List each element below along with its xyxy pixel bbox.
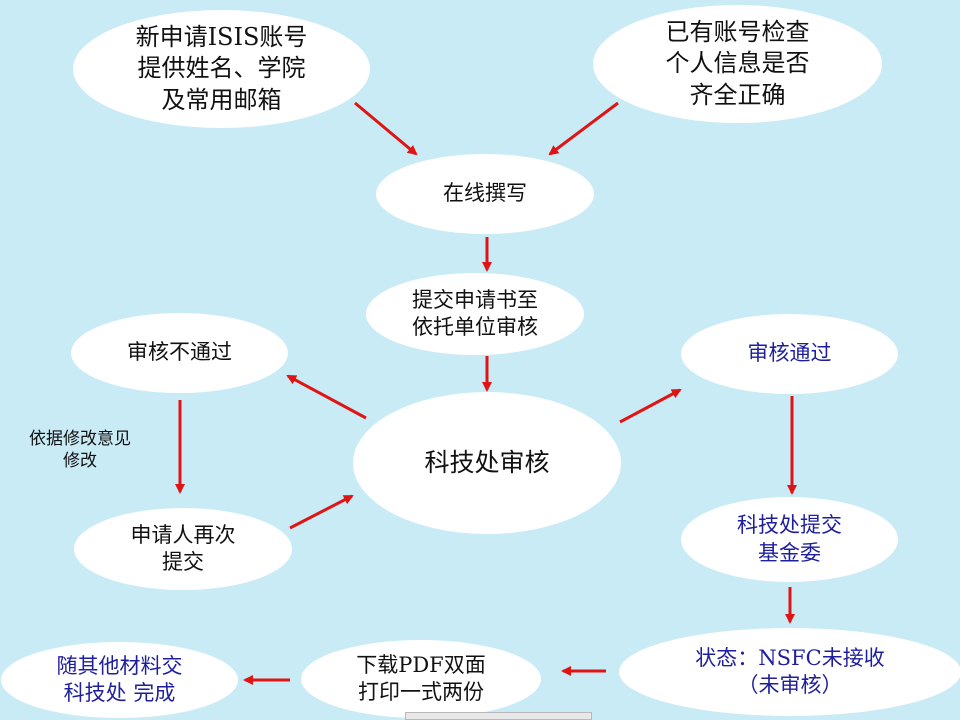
node-review-failed: 审核不通过	[71, 313, 288, 393]
arrow-office-review-to-failed	[286, 374, 367, 420]
node-resubmit-label: 申请人再次 提交	[130, 522, 236, 574]
node-submit-to-unit: 提交申请书至 依托单位审核	[366, 273, 584, 355]
node-download-pdf-label: 下载PDF双面 打印一式两份	[356, 652, 486, 704]
node-status-not-received: 状态：NSFC未接收 （未审核）	[619, 628, 960, 716]
node-online-writing: 在线撰写	[376, 154, 594, 234]
node-existing-account: 已有账号检查 个人信息是否 齐全正确	[593, 5, 882, 123]
node-office-review: 科技处审核	[353, 392, 621, 534]
node-office-submit-foundation-label: 科技处提交 基金委	[737, 513, 842, 565]
node-submit-to-unit-label: 提交申请书至 依托单位审核	[412, 287, 538, 339]
node-download-pdf: 下载PDF双面 打印一式两份	[301, 640, 541, 718]
arrow-existing-account-to-online-writing	[548, 101, 619, 156]
node-status-not-received-label: 状态：NSFC未接收 （未审核）	[695, 645, 885, 697]
node-resubmit: 申请人再次 提交	[74, 508, 292, 590]
arrow-new-account-to-online-writing	[354, 101, 418, 156]
node-finish: 随其他材料交 科技处 完成	[1, 642, 238, 718]
node-existing-account-label: 已有账号检查 个人信息是否 齐全正确	[665, 18, 810, 109]
note-revise-by-comments: 依据修改意见 修改	[29, 429, 131, 472]
node-office-review-label: 科技处审核	[424, 447, 550, 477]
node-review-passed: 审核通过	[681, 314, 898, 394]
node-review-failed-label: 审核不通过	[127, 340, 232, 365]
node-review-passed-label: 审核通过	[747, 341, 832, 366]
node-new-account-label: 新申请ISIS账号 提供姓名、学院 及常用邮箱	[135, 23, 308, 114]
node-online-writing-label: 在线撰写	[443, 181, 527, 206]
node-finish-label: 随其他材料交 科技处 完成	[56, 653, 183, 705]
bottom-tab-strip	[405, 712, 592, 720]
arrow-resubmit-to-office-review	[289, 494, 354, 530]
node-office-submit-foundation: 科技处提交 基金委	[681, 497, 898, 582]
arrow-office-review-to-passed	[619, 388, 682, 424]
node-new-account: 新申请ISIS账号 提供姓名、学院 及常用邮箱	[73, 10, 370, 128]
